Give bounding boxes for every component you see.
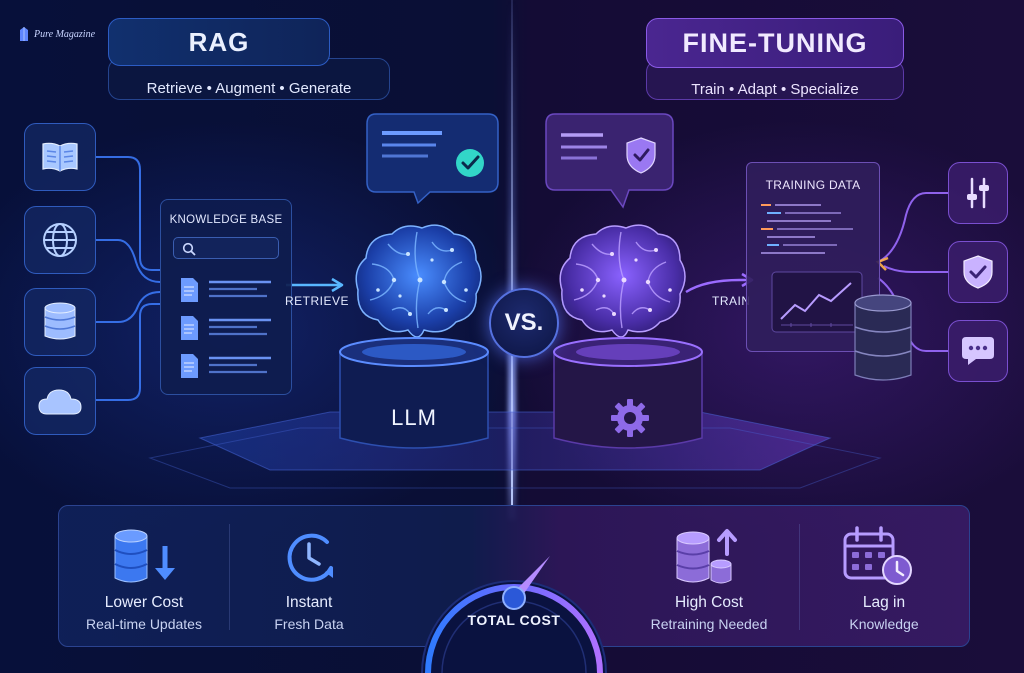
brand-mark-icon — [20, 27, 28, 41]
source-books — [24, 123, 96, 191]
fine-tuning-title: FINE-TUNING — [646, 18, 904, 68]
rag-title: RAG — [108, 18, 330, 66]
calendar-clock-icon — [843, 526, 912, 585]
gear-icon — [611, 399, 649, 437]
rag-pedestal — [339, 337, 489, 449]
center-divider-line — [511, 0, 513, 505]
knowledge-base-title: KNOWLEDGE BASE — [169, 214, 283, 226]
ft-cost-main: High Cost — [674, 594, 744, 611]
rag-fresh-cell: Instant Fresh Data — [229, 506, 389, 648]
ft-lag-main: Lag in — [862, 594, 906, 611]
bottom-divider — [799, 524, 800, 630]
shield-icon — [963, 255, 993, 289]
knowledge-base-document — [179, 277, 279, 303]
document-icon — [181, 354, 271, 378]
rag-subtitle: Retrieve • Augment • Generate — [146, 79, 352, 97]
vs-badge: VS. — [489, 288, 559, 358]
knowledge-base-document — [179, 315, 279, 341]
source-database — [24, 288, 96, 356]
rag-fresh-main: Instant — [285, 594, 333, 611]
tool-security — [948, 241, 1008, 303]
ft-cost-sub: Retraining Needed — [650, 616, 768, 632]
ft-cost-cell: High Cost Retraining Needed — [619, 506, 799, 648]
clock-icon — [287, 533, 333, 582]
chat-icon — [962, 337, 994, 365]
knowledge-base-search — [173, 237, 279, 259]
bottom-divider — [229, 524, 230, 630]
rag-brain — [355, 224, 482, 338]
sliders-icon — [967, 177, 989, 209]
document-icon — [181, 278, 271, 302]
tool-settings — [948, 162, 1008, 224]
ft-lag-cell: Lag in Knowledge — [799, 506, 969, 648]
brand-logo: Pure Magazine — [18, 26, 95, 42]
rag-cost-main: Lower Cost — [104, 594, 184, 611]
coins-up-icon — [676, 529, 737, 584]
search-icon — [182, 242, 196, 256]
train-label: TRAIN — [712, 294, 751, 308]
source-web — [24, 206, 96, 274]
comparison-bar: Lower Cost Real-time Updates Instant Fre… — [58, 505, 970, 647]
globe-icon — [43, 223, 77, 257]
total-cost-gauge — [421, 556, 607, 673]
fine-tuning-database-icon — [854, 294, 912, 381]
retrieve-label: RETRIEVE — [285, 294, 350, 308]
brand-name: Pure Magazine — [34, 28, 96, 40]
book-icon — [42, 142, 78, 172]
rag-cost-sub: Real-time Updates — [86, 616, 202, 632]
document-icon — [181, 316, 271, 340]
tool-chat — [948, 320, 1008, 382]
knowledge-base-panel: KNOWLEDGE BASE — [160, 199, 292, 395]
fine-tuning-subtitle: Train • Adapt • Specialize — [691, 80, 859, 98]
training-data-lines — [761, 204, 853, 254]
source-cloud — [24, 367, 96, 435]
rag-cost-cell: Lower Cost Real-time Updates — [59, 506, 229, 648]
total-cost-label: TOTAL COST — [467, 612, 561, 628]
llm-label: LLM — [391, 405, 437, 430]
check-icon — [456, 149, 484, 177]
rag-answer-bubble — [366, 113, 499, 205]
cloud-icon — [38, 389, 82, 415]
training-data-title: TRAINING DATA — [765, 178, 861, 192]
fine-tuning-brain — [559, 224, 686, 338]
ft-lag-sub: Knowledge — [849, 616, 919, 632]
rag-fresh-sub: Fresh Data — [274, 616, 344, 632]
database-down-icon — [114, 529, 175, 583]
fine-tuning-answer-bubble — [545, 113, 674, 209]
shield-icon — [626, 137, 656, 174]
gauge-hub — [502, 586, 526, 610]
knowledge-base-document — [179, 353, 279, 379]
training-chart-icon — [771, 271, 863, 333]
database-icon — [44, 302, 76, 340]
